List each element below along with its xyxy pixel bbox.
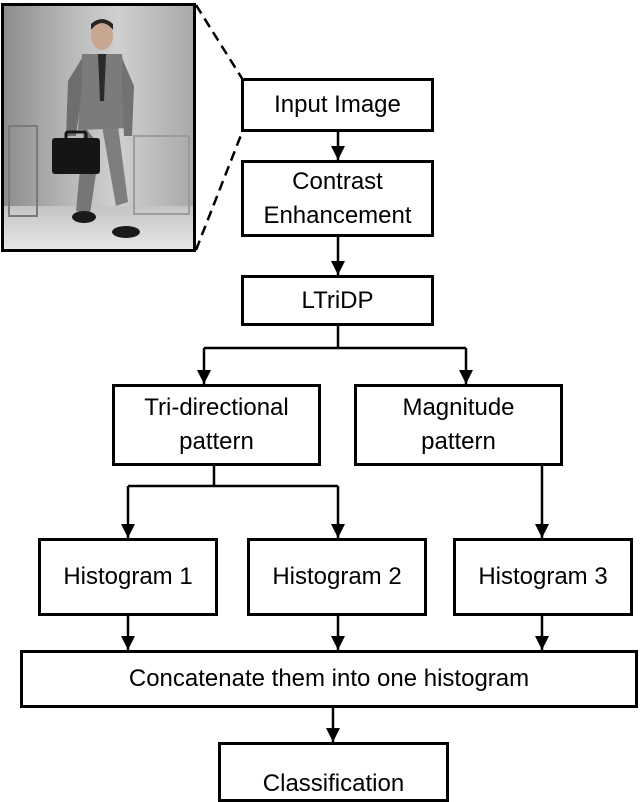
contrast-enhancement-box: Contrast Enhancement <box>241 160 434 237</box>
callout-line-top <box>194 4 245 81</box>
concatenate-box: Concatenate them into one histogram <box>20 650 638 708</box>
input-image-box: Input Image <box>241 78 434 132</box>
classification-label: Classification <box>262 770 405 797</box>
tri-directional-pattern-box: Tri-directional pattern <box>112 384 321 466</box>
histogram-3-box: Histogram 3 <box>453 538 633 616</box>
magnitude-label-line-1: Magnitude <box>402 394 515 421</box>
histogram-1-label: Histogram 1 <box>63 563 193 590</box>
callout-line-bottom <box>194 129 245 251</box>
histogram-2-box: Histogram 2 <box>247 538 427 616</box>
histogram-2-label: Histogram 2 <box>272 563 402 590</box>
input-photo <box>1 3 196 252</box>
histogram-3-label: Histogram 3 <box>478 563 608 590</box>
contrast-label-line-1: Contrast <box>292 167 383 195</box>
classification-box: Classification <box>218 742 449 802</box>
histogram-1-box: Histogram 1 <box>38 538 218 616</box>
magnitude-label-line-2: pattern <box>421 428 496 455</box>
contrast-label-line-2: Enhancement <box>263 201 412 229</box>
flowchart-connectors <box>121 4 549 742</box>
magnitude-pattern-box: Magnitude pattern <box>354 384 563 466</box>
tri-directional-label-line-2: pattern <box>179 428 254 455</box>
input-image-label: Input Image <box>274 91 401 118</box>
ltridp-box: LTriDP <box>241 275 434 326</box>
ltridp-label: LTriDP <box>301 286 374 314</box>
concatenate-label: Concatenate them into one histogram <box>128 665 530 692</box>
person-illustration <box>4 6 193 249</box>
tri-directional-label-line-1: Tri-directional <box>144 394 289 421</box>
